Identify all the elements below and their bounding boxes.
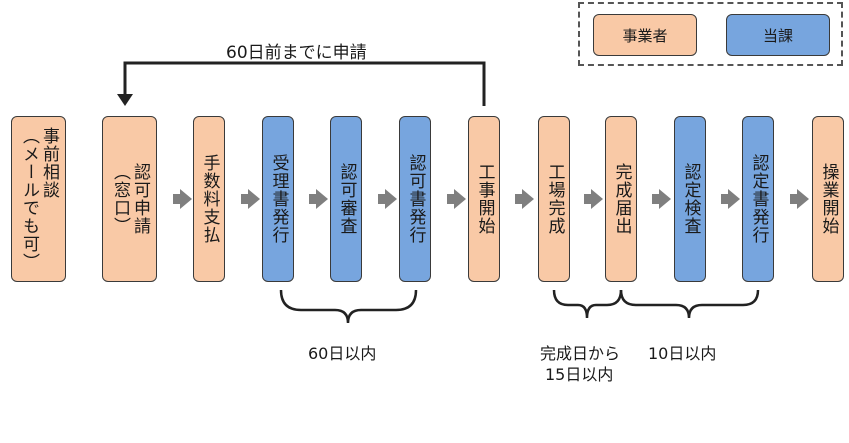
bracket-60-days: [279, 289, 418, 324]
step-fee-payment: 手数料支払: [193, 116, 225, 282]
flow-arrow: [309, 189, 328, 209]
step-factory-completion: 工場完成: [538, 116, 570, 282]
deadline-label: 60日前までに申請: [226, 43, 367, 63]
legend: 事業者 当課: [578, 2, 843, 66]
step-receipt-issue-label: 受理書発行: [268, 154, 289, 244]
step-approval-review: 認可審査: [330, 116, 362, 282]
step-construction-start-label: 工事開始: [474, 163, 495, 235]
step-operation-start: 操業開始: [812, 116, 844, 282]
flow-arrow: [721, 189, 740, 209]
step-approval-certificate: 認可書発行: [399, 116, 431, 282]
legend-applicant: 事業者: [593, 14, 697, 56]
flow-arrow: [584, 189, 603, 209]
bracket-10-days: [619, 289, 760, 319]
bracket-15-days: [552, 289, 623, 319]
step-pre-consultation: 事前相談 （メールでも可）: [11, 116, 66, 282]
step-approval-certificate-label: 認可書発行: [405, 154, 426, 244]
step-pre-consultation-title: 事前相談: [39, 127, 59, 199]
step-certification-issue-label: 認定書発行: [748, 154, 769, 244]
flow-arrow: [790, 189, 809, 209]
step-certification-inspection: 認定検査: [674, 116, 706, 282]
completion-label-line1: 完成日から: [540, 344, 621, 363]
within-60-days-label: 60日以内: [308, 344, 377, 363]
step-fee-payment-label: 手数料支払: [199, 154, 220, 244]
loop-arrowhead: [117, 94, 133, 106]
step-completion-notice: 完成届出: [605, 116, 637, 282]
step-completion-notice-label: 完成届出: [611, 163, 632, 235]
flow-arrow: [515, 189, 534, 209]
step-certification-issue: 認定書発行: [742, 116, 774, 282]
step-certification-inspection-label: 認定検査: [680, 163, 701, 235]
step-pre-consultation-note: （メールでも可）: [19, 127, 39, 271]
completion-label-line2: 15日以内: [545, 365, 614, 384]
step-approval-application-note: （窓口）: [110, 163, 130, 235]
flow-arrow: [241, 189, 260, 209]
flow-arrow: [173, 189, 192, 209]
step-approval-application: 認可申請 （窓口）: [102, 116, 157, 282]
step-approval-review-label: 認可審査: [336, 163, 357, 235]
within-10-days-label: 10日以内: [648, 344, 717, 363]
flow-arrow: [447, 189, 466, 209]
legend-office: 当課: [726, 14, 830, 56]
step-receipt-issue: 受理書発行: [262, 116, 294, 282]
flow-arrow: [378, 189, 397, 209]
step-construction-start: 工事開始: [468, 116, 500, 282]
step-factory-completion-label: 工場完成: [544, 163, 565, 235]
step-approval-application-title: 認可申請: [130, 163, 150, 235]
loop-connector: [123, 61, 486, 106]
step-operation-start-label: 操業開始: [818, 163, 839, 235]
flow-arrow: [652, 189, 671, 209]
